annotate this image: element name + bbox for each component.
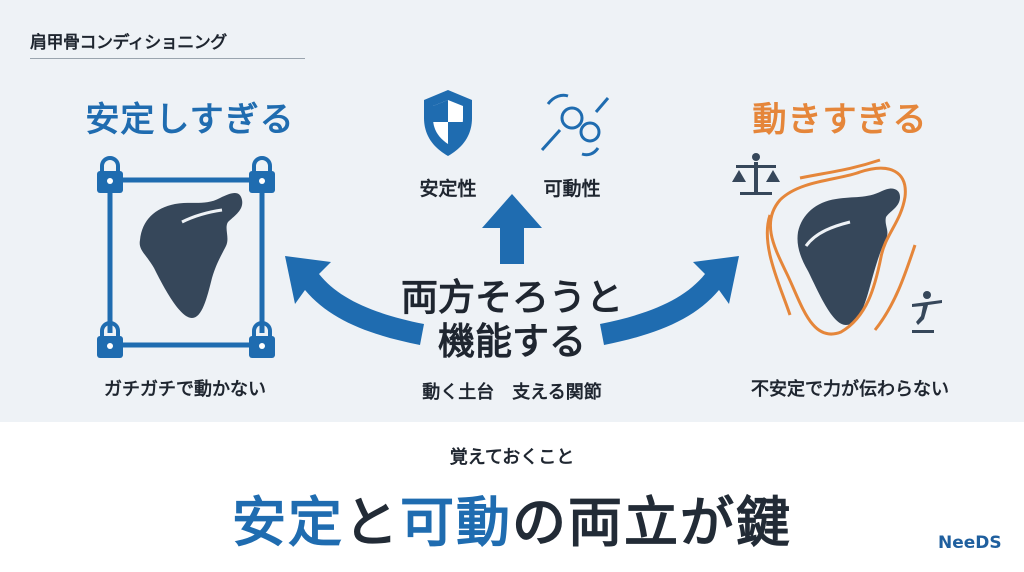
joint-icon [540,93,610,157]
key-part-and: と [344,491,400,554]
left-caption: ガチガチで動かない [104,379,266,400]
right-caption: 不安定で力が伝わらない [751,379,949,400]
center-line2: 機能する [438,320,586,363]
locked-frame [107,177,265,348]
key-part-stability: 安定 [232,491,344,554]
key-message: 安定と可動の両立が鍵 [0,478,1024,557]
right-heading: 動きすぎる [752,100,928,140]
up-arrow [482,194,542,264]
lock-icon [249,321,275,358]
scapula-icon [797,188,900,325]
key-part-mobility: 可動 [400,491,512,554]
title-divider [30,58,305,59]
center-line1: 両方そろうと [401,276,623,319]
remember-label: 覚えておくこと [449,447,575,468]
scapula-icon [139,193,243,318]
lock-icon [249,156,275,193]
lock-icon [97,321,123,358]
page-title: 肩甲骨コンディショニング [30,33,227,53]
motion-waves [765,158,917,336]
brand-logo: NeeDS [938,533,1002,553]
center-message: 両方そろうと 機能する [362,276,662,364]
center-subtext: 動く土台 支える関節 [422,382,602,403]
unstable-person-icon [912,291,942,333]
balance-scale-icon [732,153,780,195]
lock-icons [97,156,275,358]
mobility-label: 可動性 [543,178,601,200]
stability-label: 安定性 [419,178,477,200]
key-part-rest: の両立が鍵 [512,491,792,554]
shield-icon [424,90,472,156]
left-arrow [285,256,424,345]
right-arrow [600,256,739,345]
left-heading: 安定しすぎる [85,100,295,140]
lock-icon [97,156,123,193]
